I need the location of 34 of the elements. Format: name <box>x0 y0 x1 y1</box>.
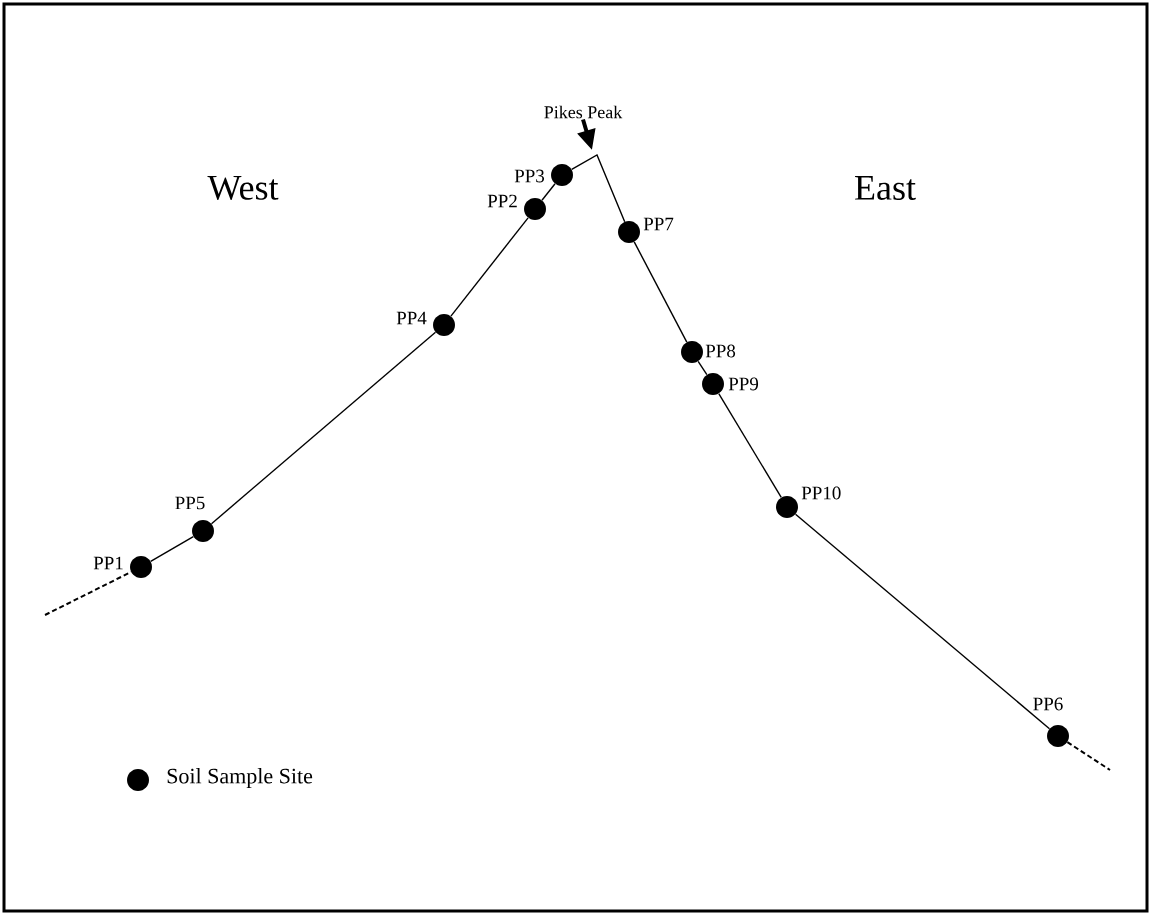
site-label: PP7 <box>643 217 674 231</box>
site-label: PP4 <box>396 311 427 325</box>
legend-text: Soil Sample Site <box>167 768 313 788</box>
profile-line <box>794 513 1051 730</box>
sample-site-dot <box>192 520 214 542</box>
profile-line <box>450 217 529 317</box>
site-label: PP3 <box>514 169 545 183</box>
sample-site-dot <box>524 198 546 220</box>
sample-site-dot <box>1047 725 1069 747</box>
sample-site-dot <box>130 556 152 578</box>
site-label: PP5 <box>175 496 205 510</box>
sample-site-dot <box>702 373 724 395</box>
profile-line <box>697 360 708 376</box>
sample-site-dot <box>776 496 798 518</box>
profile-line <box>150 535 194 563</box>
profile-line <box>571 154 626 223</box>
profile-line <box>210 331 437 525</box>
site-label: PP1 <box>93 556 123 570</box>
site-label: PP10 <box>801 486 841 500</box>
profile-line <box>633 241 688 343</box>
peak-label: Pikes Peak <box>544 105 623 119</box>
site-label: PP9 <box>728 377 759 391</box>
sample-site-dot <box>551 164 573 186</box>
site-label: PP2 <box>487 194 517 208</box>
profile-line <box>718 392 782 499</box>
site-label: PP6 <box>1033 697 1063 711</box>
sample-site-dot <box>433 314 455 336</box>
dashed-line <box>1066 741 1111 771</box>
sample-site-dot <box>618 221 640 243</box>
region-label: West <box>207 175 279 201</box>
region-label: East <box>855 176 916 200</box>
sample-site-dot <box>681 341 703 363</box>
site-label: PP8 <box>705 344 736 358</box>
profile-line <box>541 183 556 201</box>
